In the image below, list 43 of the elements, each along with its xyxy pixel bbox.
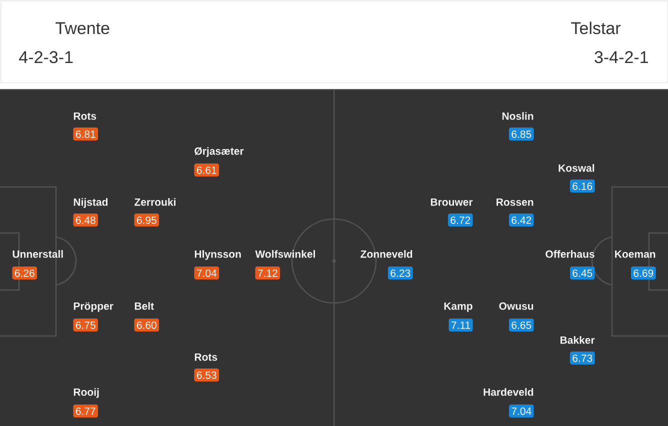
player-name: Rots xyxy=(74,112,96,120)
rating-badge: 6.48 xyxy=(73,214,98,226)
rating-badge: 6.77 xyxy=(73,404,98,418)
rating-badge: 6.73 xyxy=(570,352,595,364)
rating-badge: 6.81 xyxy=(73,128,98,140)
player-name: Kamp xyxy=(444,302,472,312)
rating-badge: 6.75 xyxy=(73,318,98,332)
player-name: Rooij xyxy=(74,388,99,398)
rating-badge: 6.60 xyxy=(134,318,160,332)
player-name: Rots xyxy=(194,353,218,361)
player-name: Rossen xyxy=(496,198,534,206)
player-name: Hardeveld xyxy=(484,388,534,396)
player-name: Zonneveld xyxy=(360,250,412,258)
rating-badge: 6.61 xyxy=(194,164,220,176)
player-name: Owusu xyxy=(499,302,534,310)
player-name: Bakker xyxy=(560,336,595,344)
rating-badge: 6.26 xyxy=(12,266,38,280)
player-name: Pröpper xyxy=(74,302,114,312)
rating-badge: 7.12 xyxy=(255,266,280,280)
rating-badge: 6.16 xyxy=(570,180,595,192)
player-name: Hlynsson xyxy=(194,250,241,260)
team-name: Twente xyxy=(56,22,110,34)
rating-badge: 6.23 xyxy=(388,266,413,280)
player-name: Koswal xyxy=(558,164,594,172)
formation: 3-4-2-1 xyxy=(594,51,648,64)
rating-badge: 6.69 xyxy=(630,266,656,280)
formation: 4-2-3-1 xyxy=(19,51,73,64)
rating-badge: 6.95 xyxy=(134,214,160,226)
rating-badge: 6.45 xyxy=(570,266,595,280)
player-name: Offerhaus xyxy=(546,250,594,258)
player-name: Nijstad xyxy=(74,198,108,208)
player-name: Unnerstall xyxy=(12,250,63,258)
rating-badge: 7.04 xyxy=(194,266,220,280)
player-name: Ørjasæter xyxy=(194,147,244,157)
player-name: Belt xyxy=(134,302,154,310)
player-name: Brouwer xyxy=(430,198,473,206)
rating-badge: 7.04 xyxy=(508,404,534,418)
player-name: Wolfswinkel xyxy=(255,250,315,258)
player-name: Noslin xyxy=(502,112,534,120)
player-name: Koeman xyxy=(615,250,656,258)
player-name: Zerrouki xyxy=(134,198,176,206)
team-name: Telstar xyxy=(571,22,621,34)
rating-badge: 6.53 xyxy=(194,368,220,382)
